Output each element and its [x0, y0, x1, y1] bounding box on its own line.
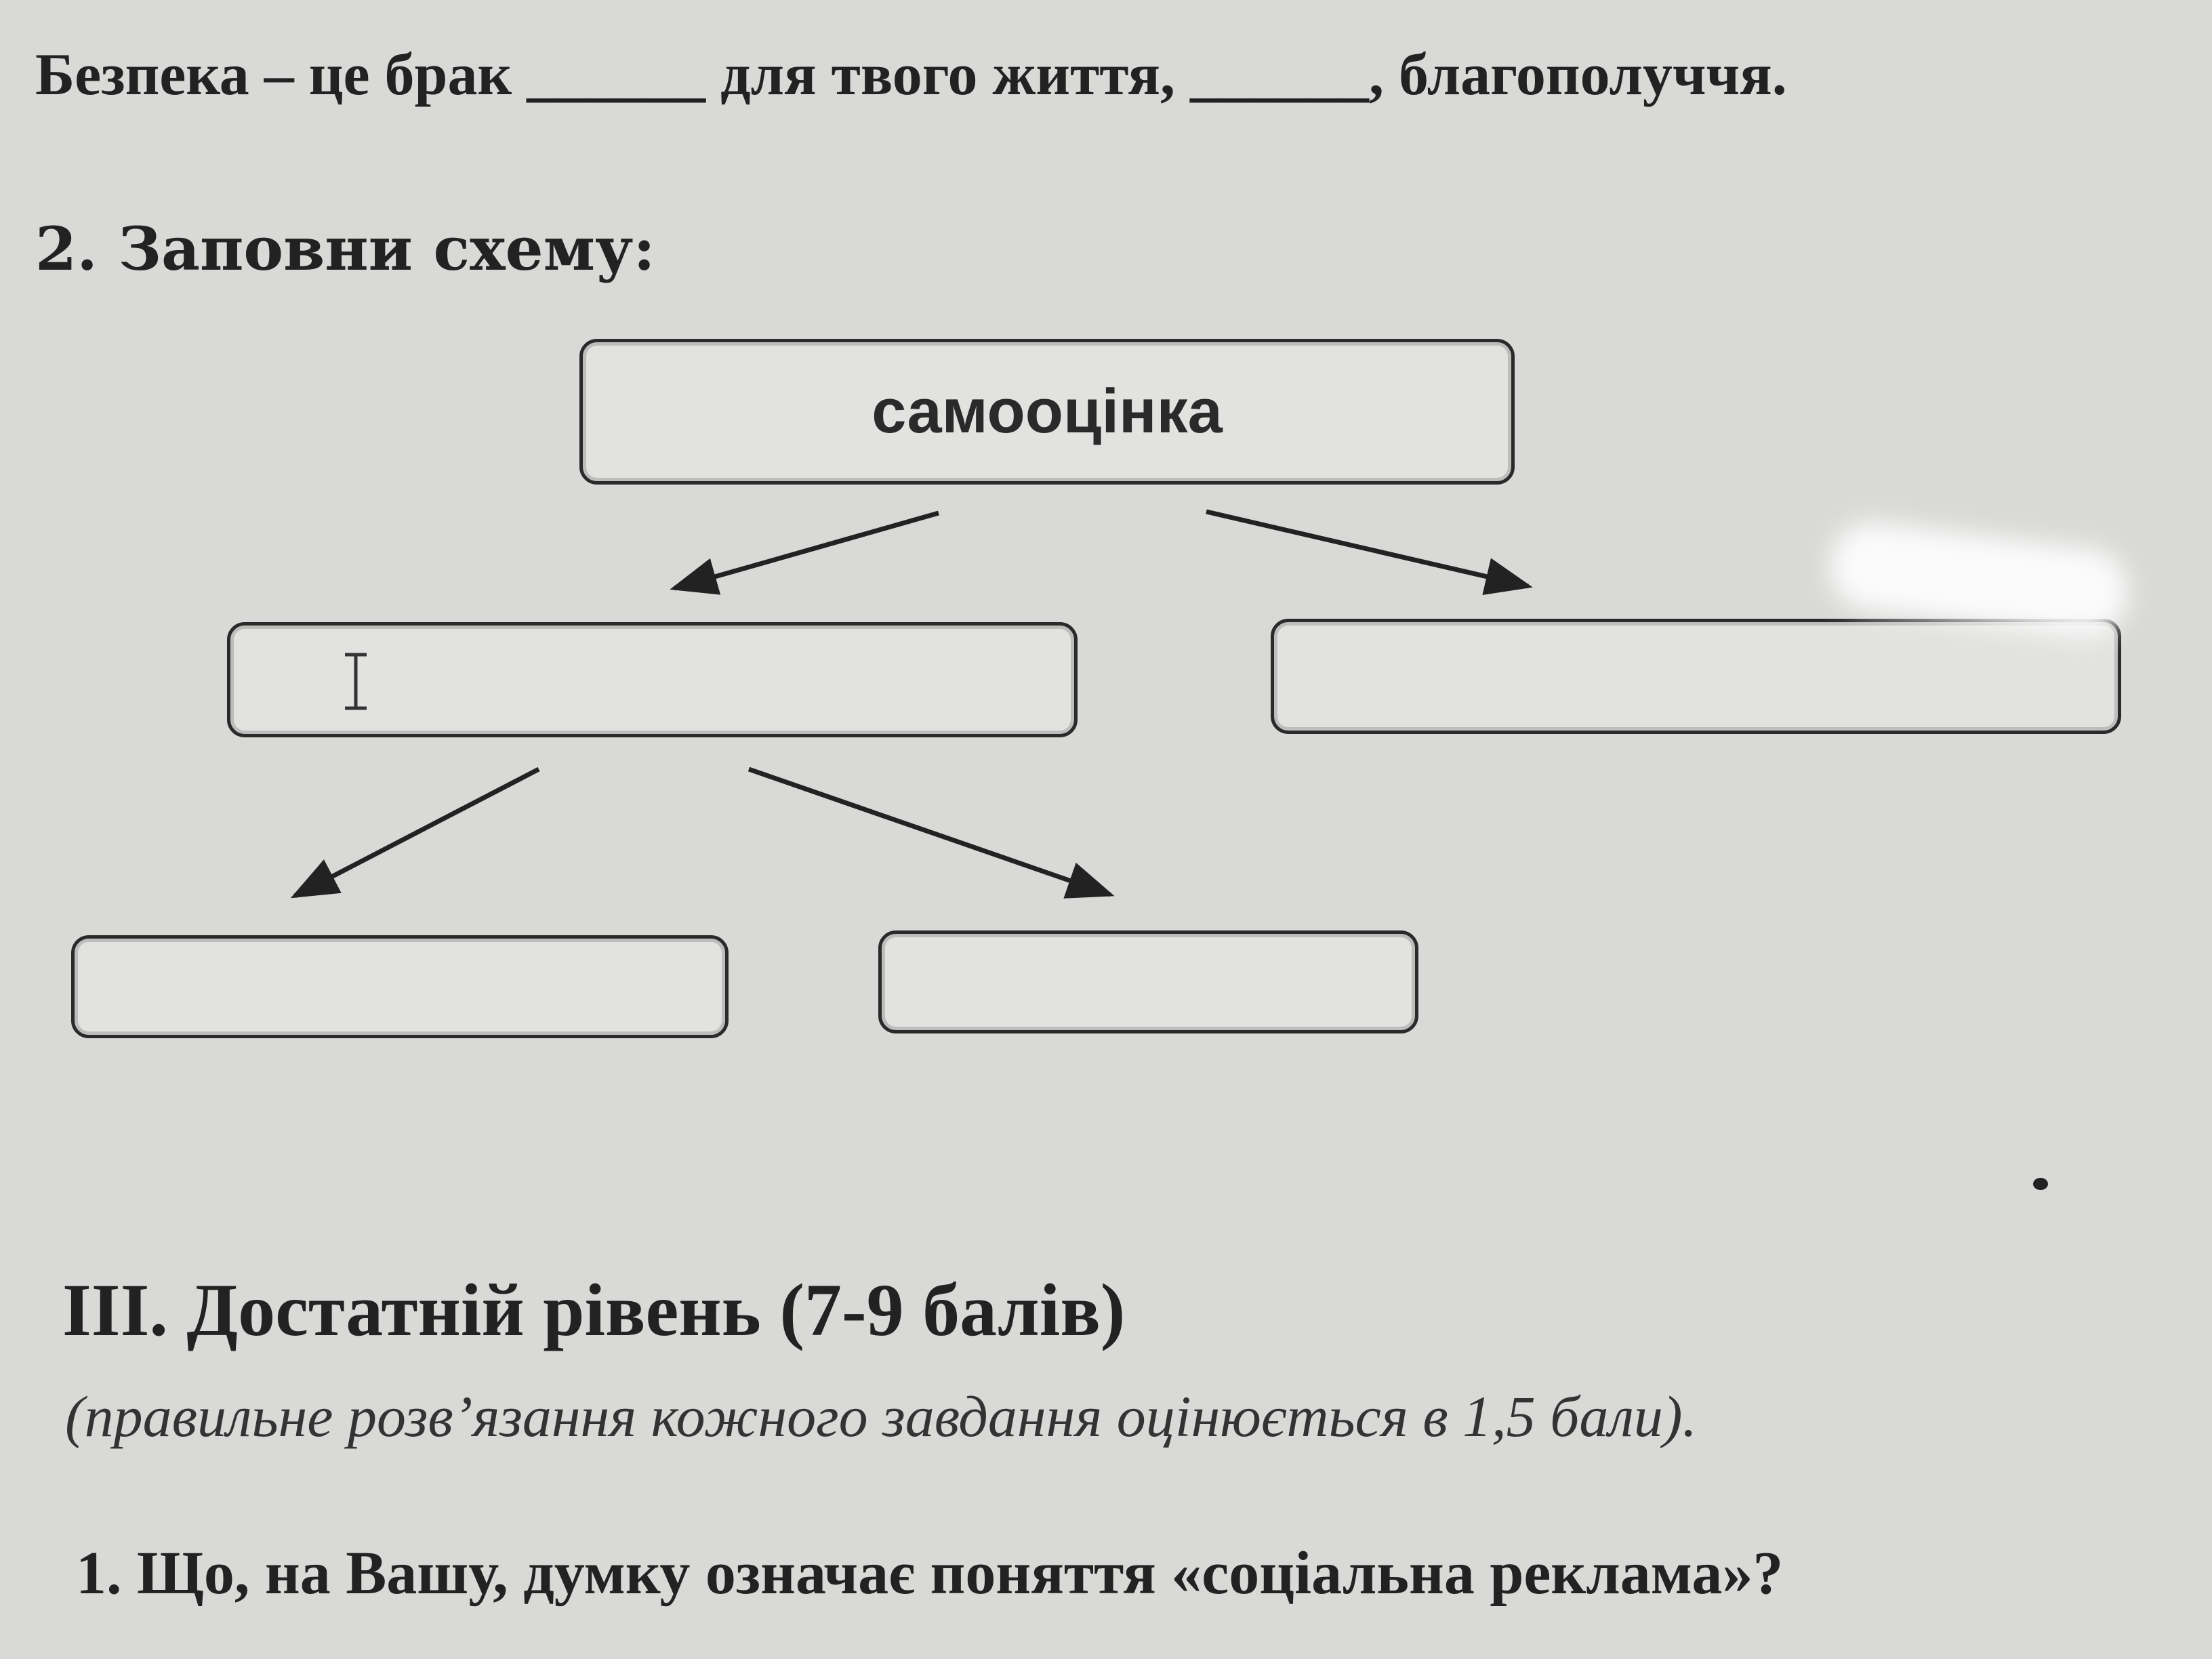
arrow-left-to-bottom-left [290, 766, 540, 899]
task-2-heading: 2. Заповни схему: [35, 213, 655, 284]
scheme-box-right[interactable] [1271, 619, 2121, 734]
scheme-box-left[interactable] [227, 622, 1078, 737]
speck [2033, 1178, 2048, 1190]
arrow-top-to-right [1206, 509, 1533, 596]
fill-in-sentence: Безпека – це брак ______ для твого життя… [35, 42, 1787, 108]
scheme-box-bottom-right[interactable] [878, 930, 1418, 1033]
section-note: (правильне розв’язання кожного завдання … [65, 1384, 1698, 1449]
section-heading: ІІІ. Достатній рівень (7-9 балів) [62, 1269, 1126, 1351]
scheme-box-bottom-left[interactable] [71, 935, 729, 1038]
question-1: 1. Що, на Вашу, думку означає поняття «с… [76, 1540, 1784, 1607]
scheme-box-top: самооцінка [579, 339, 1515, 485]
text-cursor-icon [345, 653, 367, 710]
arrow-left-to-bottom-right [747, 766, 1115, 899]
scheme-box-top-label: самооцінка [872, 377, 1223, 446]
arrow-top-to-left [670, 510, 939, 595]
